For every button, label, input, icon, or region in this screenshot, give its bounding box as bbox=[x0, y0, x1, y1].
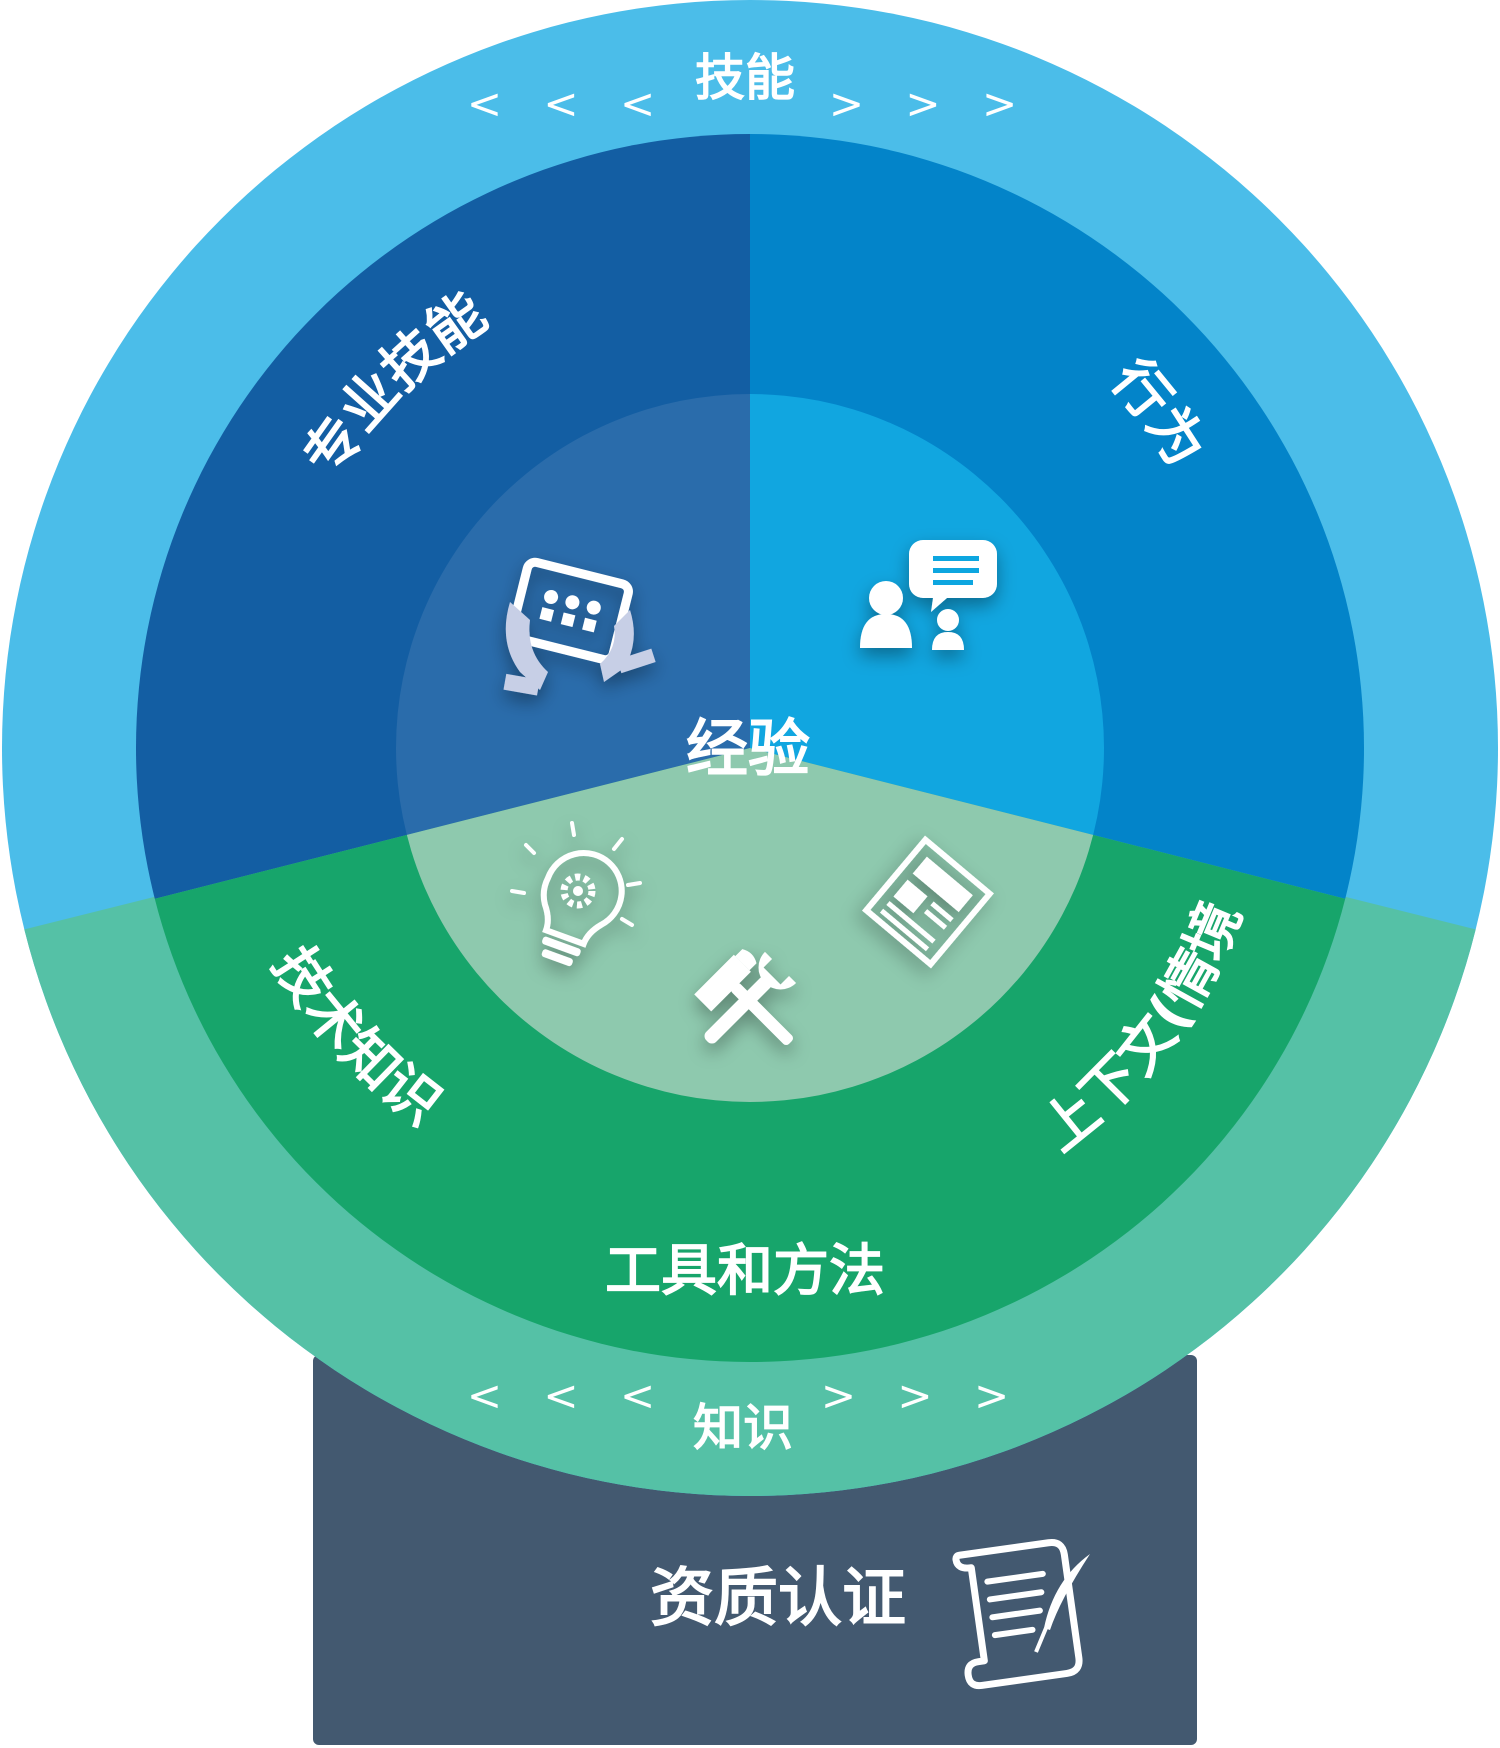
outer-ring-label-knowledge: 知识 bbox=[693, 1399, 793, 1457]
hammer-wrench-icon bbox=[694, 949, 797, 1046]
base-label-qualification: 资质认证 bbox=[650, 1562, 906, 1636]
outer-ring-label-skills: 技能 bbox=[695, 49, 795, 107]
tablet-hands-icon bbox=[503, 557, 656, 696]
scroll-quill-icon bbox=[952, 1539, 1090, 1690]
outer-left-chevrons-top: < < < bbox=[467, 79, 669, 128]
people-chat-icon bbox=[860, 540, 997, 650]
outer-left-chevrons-bottom: < < < bbox=[467, 1371, 669, 1420]
lightbulb-gear-icon bbox=[510, 821, 642, 967]
inner-sector-left bbox=[396, 394, 750, 938]
outer-right-chevrons-bottom: > > > bbox=[821, 1371, 1023, 1420]
sector-label-tools-methods: 工具和方法 bbox=[605, 1239, 885, 1304]
outer-right-chevrons-top: > > > bbox=[829, 79, 1031, 128]
sector-bottom-knowledge bbox=[136, 748, 1364, 1362]
inner-sector-right bbox=[750, 394, 1104, 938]
center-label-experience: 经验 bbox=[686, 712, 810, 785]
newspaper-icon bbox=[862, 835, 994, 969]
